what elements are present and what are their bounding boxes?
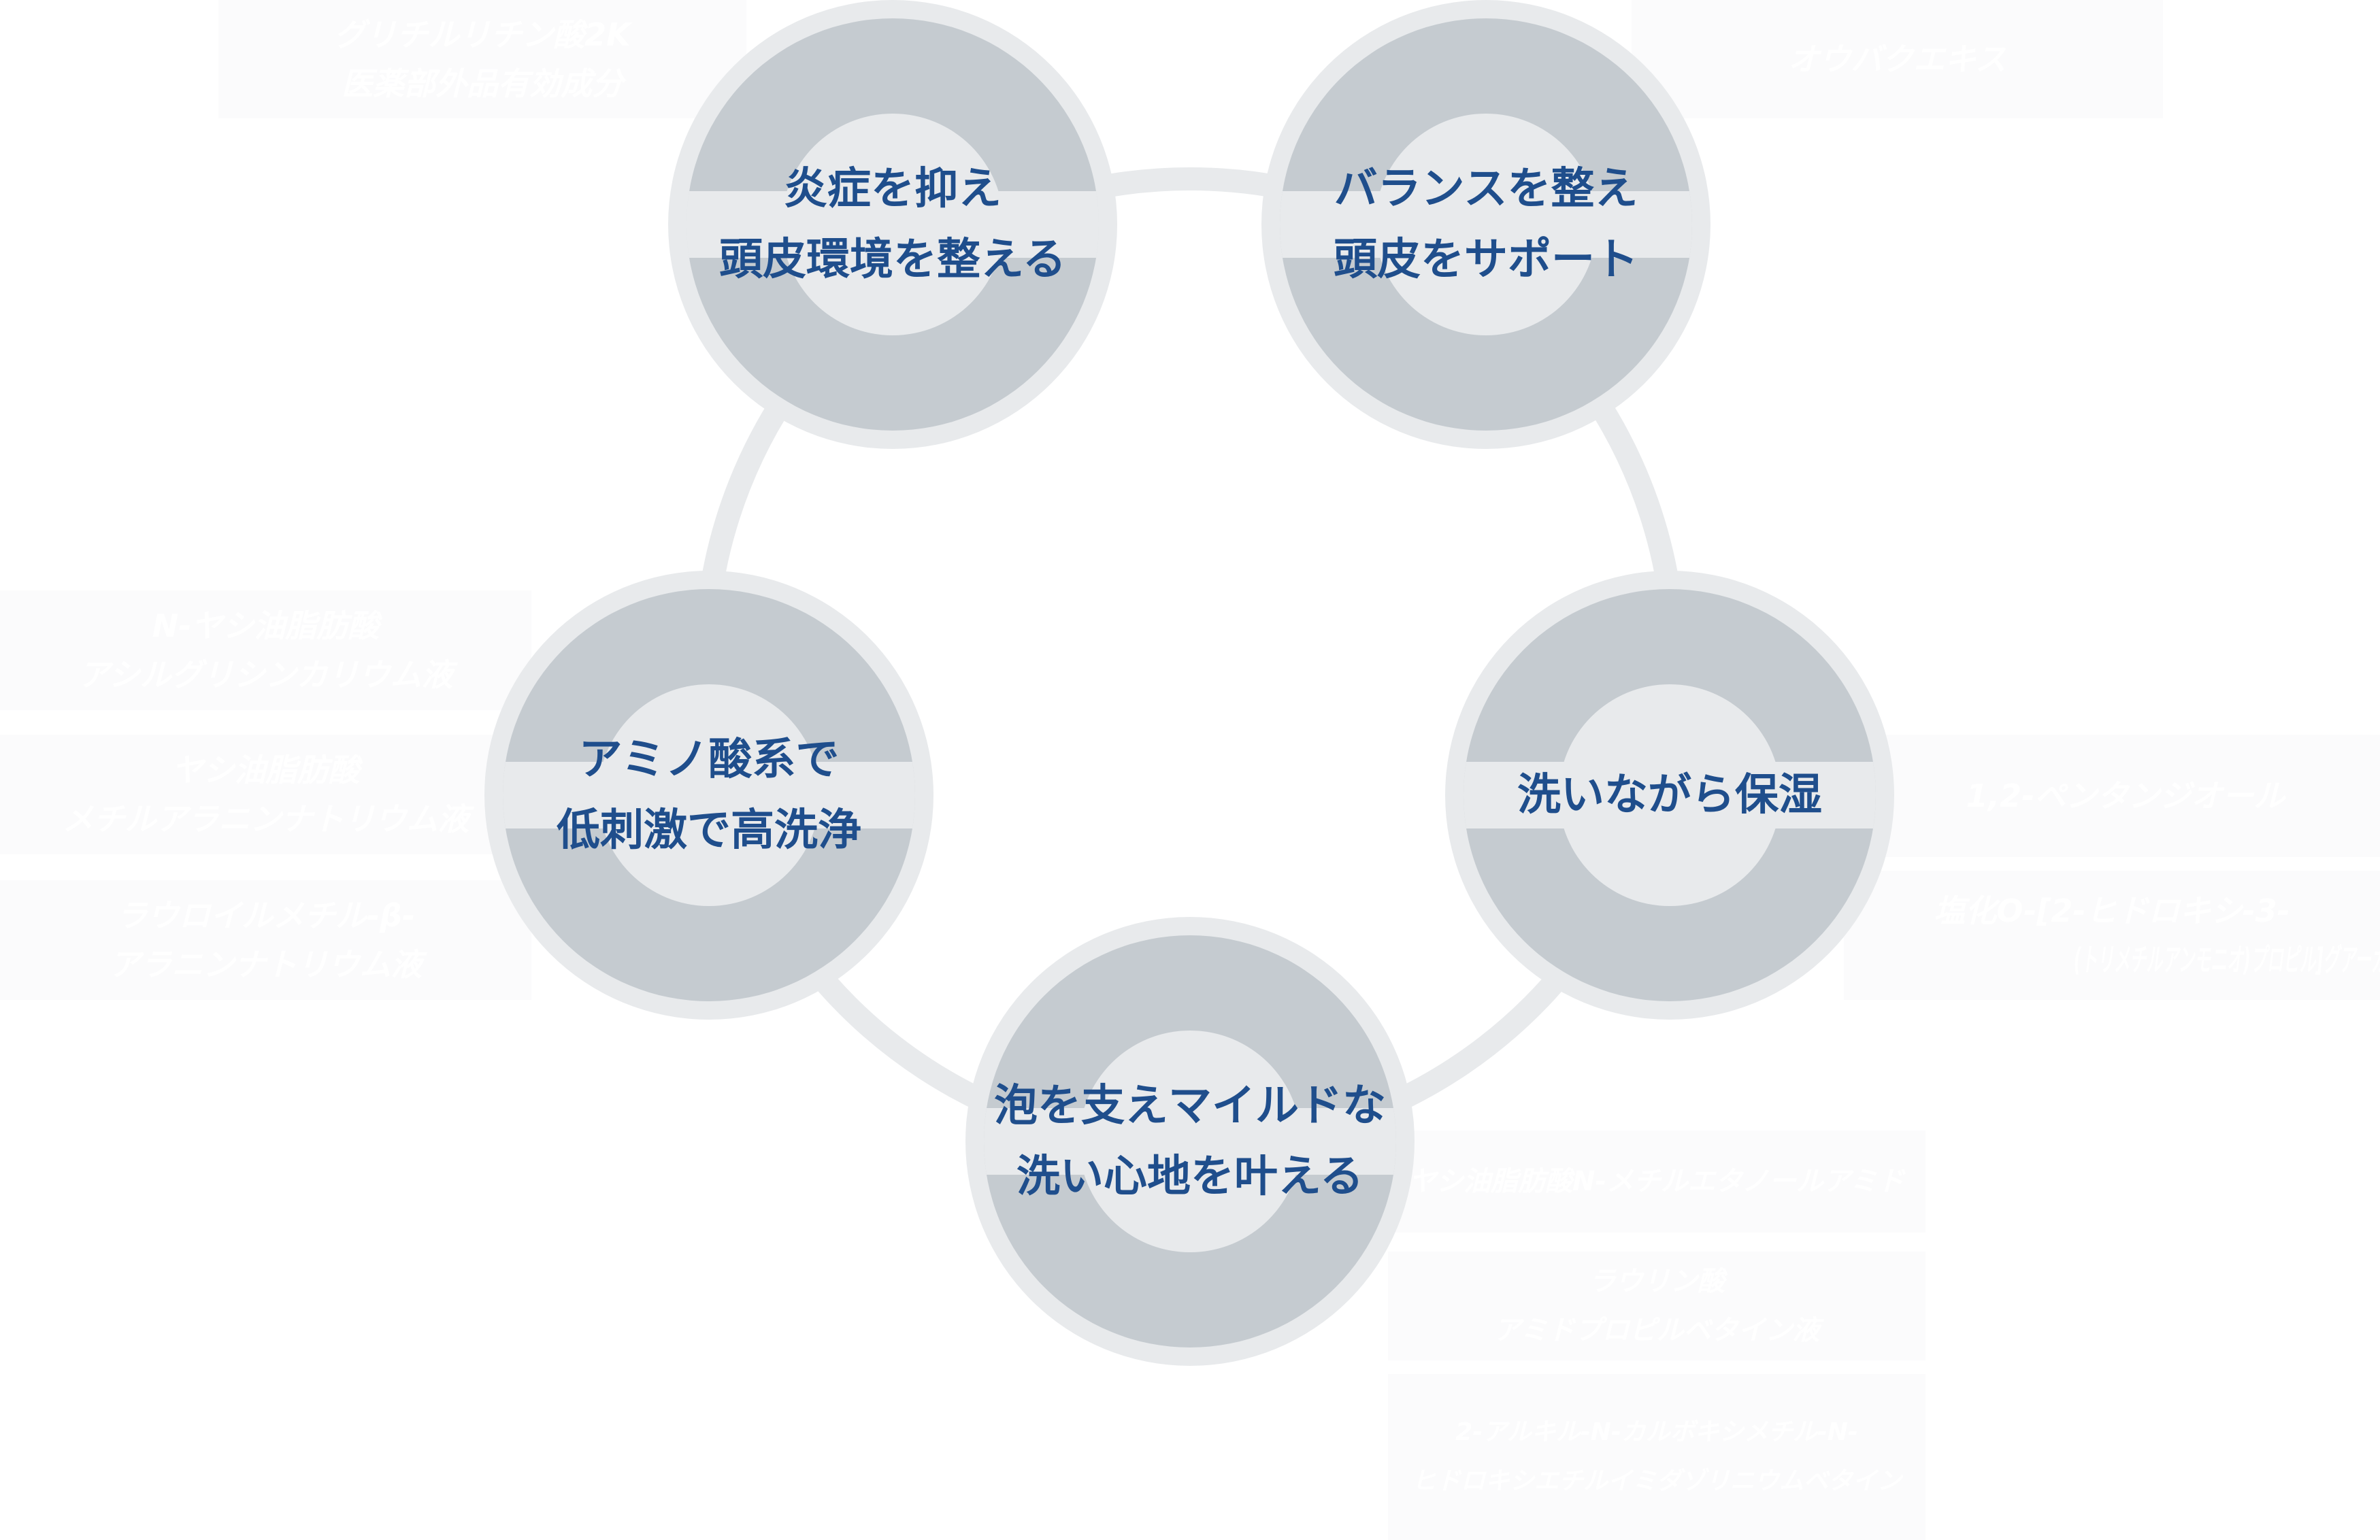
ingredient-line: オウバクエキス: [1788, 41, 2006, 78]
node-anti-inflammation: 炎症を抑え 頭皮環境を整える: [668, 0, 1117, 449]
ingredient-line: アシルグリシンカリウム液: [78, 656, 453, 693]
ingredient-box-imidazolinium: 2-アルキル-N-カルボキシメチル-N- ヒドロキシエチルイミダゾリニウムベタイ…: [1388, 1374, 1926, 1540]
node-label-line: 頭皮環境を整える: [718, 235, 1067, 285]
node-label: バランスを整え 頭皮をサポート: [1261, 0, 1710, 449]
ingredient-line: メチルアラニンナトリウム液: [62, 801, 469, 837]
ingredient-line: ヤシ油脂肪酸N-メチルエタノールアミド: [1408, 1166, 1905, 1197]
node-label-line: 炎症を抑え: [784, 164, 1002, 214]
node-balance: バランスを整え 頭皮をサポート: [1261, 0, 1710, 449]
node-band: [503, 762, 915, 828]
ingredient-line-text: (トリメチルアンモニオ)プロピル]グアーガム: [2073, 941, 2380, 978]
ingredient-line: (トリメチルアンモニオ)プロピル]グアーガム: [1921, 935, 2380, 984]
node-band: [984, 1108, 1396, 1175]
ingredient-box-methylalanine: ヤシ油脂肪酸 メチルアラニンナトリウム液: [0, 735, 531, 854]
node-label-line: バランスを整え: [1334, 164, 1638, 214]
ingredient-line: アミドプロピルベタイン液: [1493, 1315, 1820, 1346]
node-mild-foam: 泡を支えマイルドな 洗い心地を叶える: [965, 917, 1415, 1366]
ingredient-box-phellodendron: オウバクエキス: [1632, 0, 2163, 118]
ingredient-box-betaine: ラウリン酸 アミドプロピルベタイン液: [1388, 1252, 1926, 1360]
ingredient-line: 2-アルキル-N-カルボキシメチル-N-: [1455, 1418, 1858, 1446]
node-label-line: 頭皮をサポート: [1334, 235, 1638, 285]
node-disc: [1280, 18, 1692, 431]
node-label-line: 洗い心地を叶える: [1016, 1152, 1364, 1202]
node-label-line: 低刺激で高洗浄: [557, 805, 861, 856]
ingredient-box-lauroyl-alanine: ラウロイルメチル-β- アラニンナトリウム液: [0, 880, 531, 1000]
ingredient-line: N-ヤシ油脂肪酸: [152, 607, 380, 644]
node-band: [687, 191, 1099, 258]
ingredient-box-glycyrrhizinate: グリチルリチン酸2K 医薬部外品有効成分: [218, 0, 746, 118]
node-amino-acid: アミノ酸系で 低刺激で高洗浄: [484, 571, 933, 1020]
node-label: 洗いながら保湿: [1445, 571, 1894, 1020]
node-label-line: アミノ酸系で: [578, 735, 840, 785]
ingredient-line: 塩化O-[2-ヒドロキシ-3-: [1934, 892, 2290, 929]
node-label-line: 泡を支えマイルドな: [994, 1081, 1386, 1131]
ingredient-box-acylglycine: N-ヤシ油脂肪酸 アシルグリシンカリウム液: [0, 590, 531, 710]
ingredient-line: 1,2-ペンタンジオール: [1966, 777, 2285, 814]
node-label: 炎症を抑え 頭皮環境を整える: [668, 0, 1117, 449]
node-disc: [1464, 589, 1876, 1001]
node-disc: [687, 18, 1099, 431]
ingredient-box-guar: 塩化O-[2-ヒドロキシ-3- (トリメチルアンモニオ)プロピル]グアーガム: [1844, 871, 2380, 1000]
ingredient-line: ラウリン酸: [1589, 1266, 1725, 1297]
ingredient-line: アラニンナトリウム液: [109, 946, 423, 983]
node-moisturize: 洗いながら保湿: [1445, 571, 1894, 1020]
node-label-line: 洗いながら保湿: [1517, 770, 1822, 820]
ingredient-line: グリチルリチン酸2K: [334, 16, 631, 53]
node-band: [1464, 762, 1876, 828]
ingredient-box-cocamide: ヤシ油脂肪酸N-メチルエタノールアミド: [1388, 1131, 1926, 1233]
node-disc: [503, 589, 915, 1001]
node-label: アミノ酸系で 低刺激で高洗浄: [484, 571, 933, 1020]
ingredient-line: 医薬部外品有効成分: [342, 65, 623, 102]
ingredient-line: ヤシ油脂肪酸: [171, 752, 360, 788]
ingredient-line: ラウロイルメチル-β-: [116, 897, 416, 934]
node-band: [1280, 191, 1692, 258]
ingredient-box-pentanediol: 1,2-ペンタンジオール: [1871, 735, 2380, 857]
ingredient-line: ヒドロキシエチルイミダゾリニウムベタイン: [1411, 1467, 1902, 1495]
node-label: 泡を支えマイルドな 洗い心地を叶える: [965, 917, 1415, 1366]
node-disc: [984, 935, 1396, 1348]
